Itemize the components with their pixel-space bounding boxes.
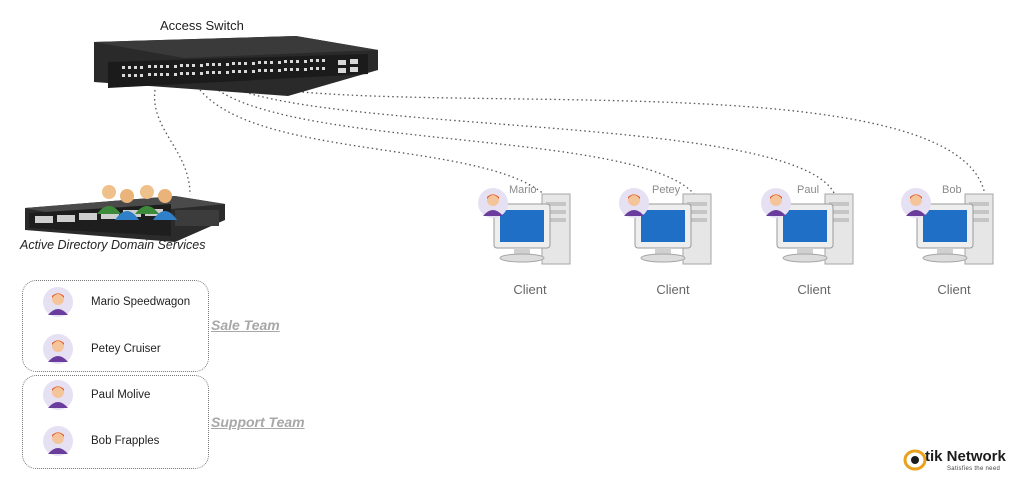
users-group-icon: [97, 185, 177, 220]
member-name: Bob Frapples: [91, 435, 160, 447]
user-avatar-icon: [43, 426, 73, 456]
client-user-name: Bob: [942, 184, 962, 196]
user-avatar-icon: [43, 287, 73, 317]
link-switch-client-bob: [239, 83, 986, 196]
group-member: Petey Cruiser: [43, 331, 161, 367]
client-user-name: Mario: [509, 184, 537, 196]
client-caption: Client: [937, 282, 971, 297]
brand-logo: tik Network Satisfies the need: [903, 446, 1023, 476]
user-avatar-icon: [619, 188, 649, 218]
switch-device: [88, 36, 380, 96]
computer-icon: [776, 193, 854, 265]
member-name: Paul Molive: [91, 389, 151, 401]
group-box-support: Paul Molive Bob Frapples: [22, 375, 209, 469]
client-computer: Bob Client: [899, 180, 1009, 297]
client-caption: Client: [656, 282, 690, 297]
client-user-name: Petey: [652, 184, 681, 196]
client-user-name: Paul: [797, 184, 820, 196]
client-computer: Paul Client: [759, 180, 869, 297]
user-avatar-icon: [43, 334, 73, 364]
team-label-support: Support Team: [211, 414, 305, 430]
group-member: Paul Molive: [43, 377, 150, 413]
client-computer: Petey Client: [617, 180, 727, 297]
link-switch-client-petey: [214, 87, 696, 196]
switch-icon: [94, 36, 378, 96]
group-box-sale: Mario Speedwagon Petey Cruiser: [22, 280, 209, 372]
group-member: Bob Frapples: [43, 423, 159, 459]
user-avatar-icon: [478, 188, 508, 218]
computer-icon: [634, 193, 712, 265]
logo-tagline: Satisfies the need: [947, 466, 1001, 472]
server-label: Active Directory Domain Services: [20, 238, 206, 252]
member-name: Mario Speedwagon: [91, 296, 191, 308]
team-label-sale: Sale Team: [211, 317, 280, 333]
logo-brand: tik Network: [925, 448, 1006, 465]
server-device: [25, 180, 225, 242]
member-name: Petey Cruiser: [91, 343, 161, 355]
client-caption: Client: [797, 282, 831, 297]
client-caption: Client: [513, 282, 547, 297]
client-computer: Mario Client: [476, 180, 586, 297]
link-switch-server: [153, 89, 191, 196]
computer-icon: [916, 193, 994, 265]
switch-title: Access Switch: [160, 18, 244, 33]
group-member: Mario Speedwagon: [43, 284, 190, 320]
user-avatar-icon: [43, 380, 73, 410]
computer-icon: [493, 193, 571, 265]
user-avatar-icon: [901, 188, 931, 218]
logo-ring-icon: [903, 449, 927, 471]
user-avatar-icon: [761, 188, 791, 218]
link-switch-client-paul: [227, 85, 836, 196]
